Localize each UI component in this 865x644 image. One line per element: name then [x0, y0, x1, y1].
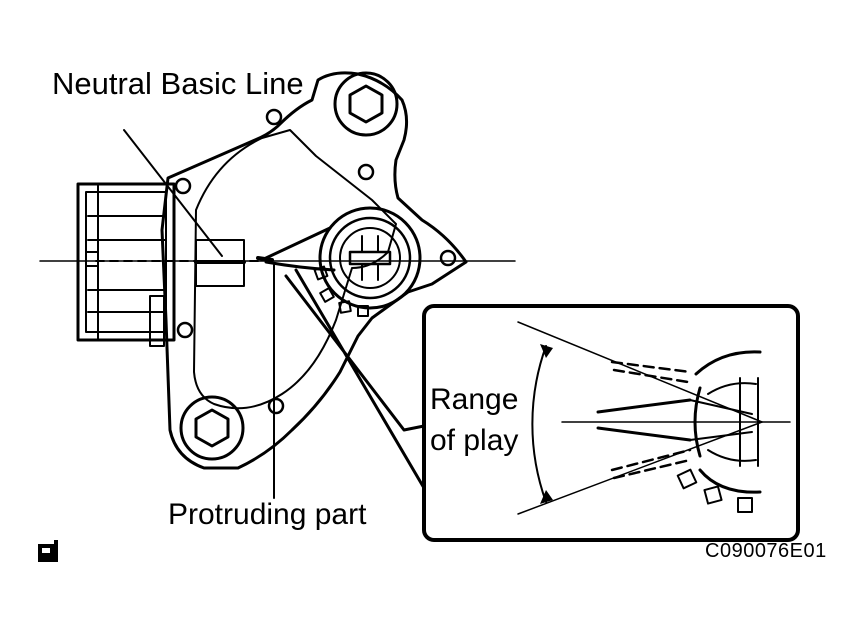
range-of-play-label-line2: of play	[430, 424, 519, 457]
zoom-callout-wedge	[286, 270, 424, 488]
detail-view	[518, 322, 790, 514]
mount-hole	[178, 323, 192, 337]
range-of-play-label-line1: Range	[430, 383, 519, 416]
automatic-transmission-icon	[38, 540, 58, 562]
mount-hole	[267, 110, 281, 124]
neutral-basic-line-label: Neutral Basic Line	[52, 66, 304, 101]
protruding-tip	[258, 258, 272, 260]
switch-lever	[266, 228, 334, 270]
bolt-bottom	[181, 397, 243, 459]
bolt-top	[335, 73, 397, 135]
connector-housing	[78, 184, 174, 346]
shaft-rotor	[315, 208, 420, 316]
mount-hole	[441, 251, 455, 265]
mount-hole	[359, 165, 373, 179]
mount-hole	[176, 179, 190, 193]
detail-box	[424, 306, 798, 540]
leader-neutral	[124, 130, 222, 256]
switch-body-outline	[162, 73, 466, 468]
figure-code: C090076E01	[705, 540, 827, 562]
mount-hole	[269, 399, 283, 413]
switch-inner-outline	[194, 130, 396, 408]
protruding-part-label: Protruding part	[168, 498, 367, 531]
